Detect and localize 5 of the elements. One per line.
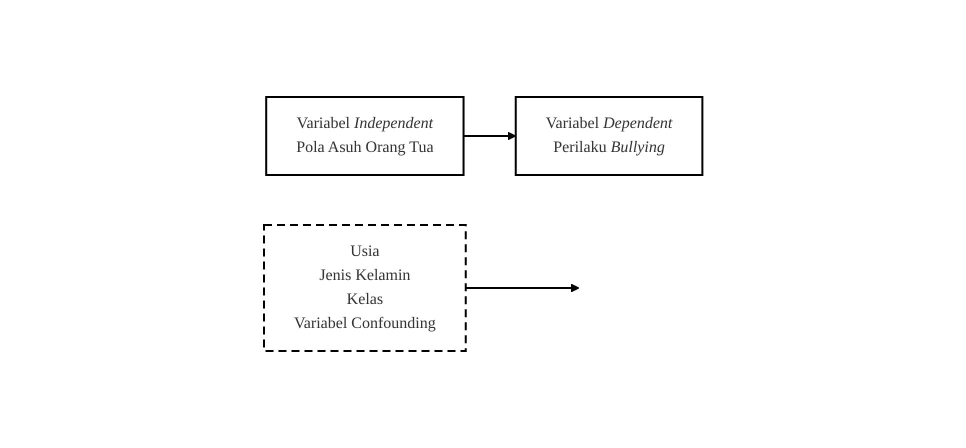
arrow	[463, 132, 516, 140]
node-box: Variabel Independent Pola Asuh Orang Tua	[265, 96, 464, 176]
arrow	[466, 284, 580, 292]
node-box: Variabel Dependent Perilaku Bullying	[514, 96, 704, 176]
node-box: Usia Jenis Kelamin Kelas Variabel Confounding	[262, 224, 467, 352]
